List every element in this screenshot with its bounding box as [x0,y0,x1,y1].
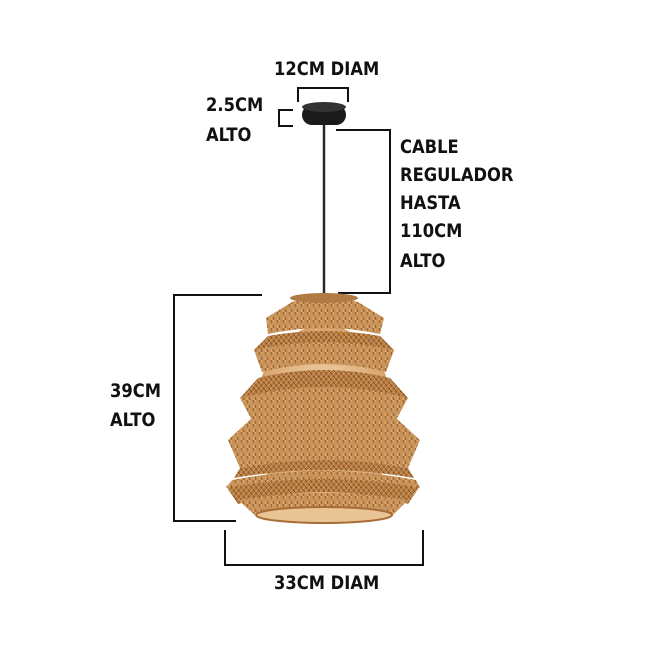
cable-length-bracket [336,129,391,294]
shade-height-bracket [173,294,262,522]
shade-height-label-line1: 39CM [110,380,161,402]
dimension-lines [173,87,424,566]
top-diameter-bracket [297,87,349,102]
top-diameter-label: 12CM DIAM [274,58,380,80]
cable-label-line3: HASTA [400,192,461,214]
canopy-height-bracket [278,109,293,127]
cable-label-line1: CABLE [400,136,459,158]
cable-label-line5: ALTO [400,250,446,272]
bottom-diameter-label: 33CM DIAM [274,572,380,594]
canopy-height-label-line1: 2.5CM [206,94,264,116]
canopy-height-label-line2: ALTO [206,124,252,146]
cable-label-line2: REGULADOR [400,164,514,186]
canopy [302,102,346,125]
cable-label-line4: 110CM [400,220,463,242]
rattan-shade [226,293,420,524]
bottom-diameter-bracket [224,530,424,566]
shade-height-label-line2: ALTO [110,409,156,431]
